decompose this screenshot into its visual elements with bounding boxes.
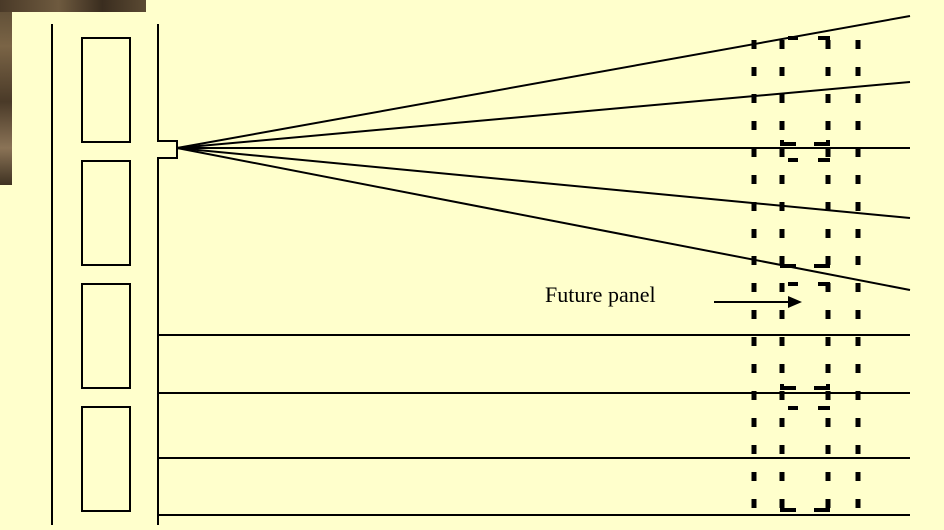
fan-line-4	[176, 147, 911, 219]
fan-line-5	[176, 147, 911, 291]
fan-line-1	[176, 15, 911, 149]
panel-box-1	[81, 37, 131, 143]
panel-box-2	[81, 160, 131, 266]
panel-box-4	[81, 406, 131, 512]
main-bus-line	[157, 24, 178, 525]
future-panel-arrowhead	[788, 296, 802, 308]
future-panel-outline	[751, 40, 861, 520]
segment-1-bottom	[780, 140, 830, 146]
future-panel-segments	[780, 36, 830, 512]
segment-3-bottom	[780, 384, 830, 390]
future-panel-label: Future panel	[545, 282, 656, 307]
segment-2-bottom	[780, 262, 830, 268]
background-photo-strip	[0, 0, 12, 185]
fan-lines	[176, 15, 911, 291]
fan-line-2	[176, 81, 911, 149]
horizontal-lines	[158, 334, 910, 516]
segment-4-bottom	[780, 506, 830, 512]
diagram-panel	[12, 12, 944, 530]
background-photo-strip-top	[0, 0, 146, 12]
panel-box-3	[81, 283, 131, 389]
